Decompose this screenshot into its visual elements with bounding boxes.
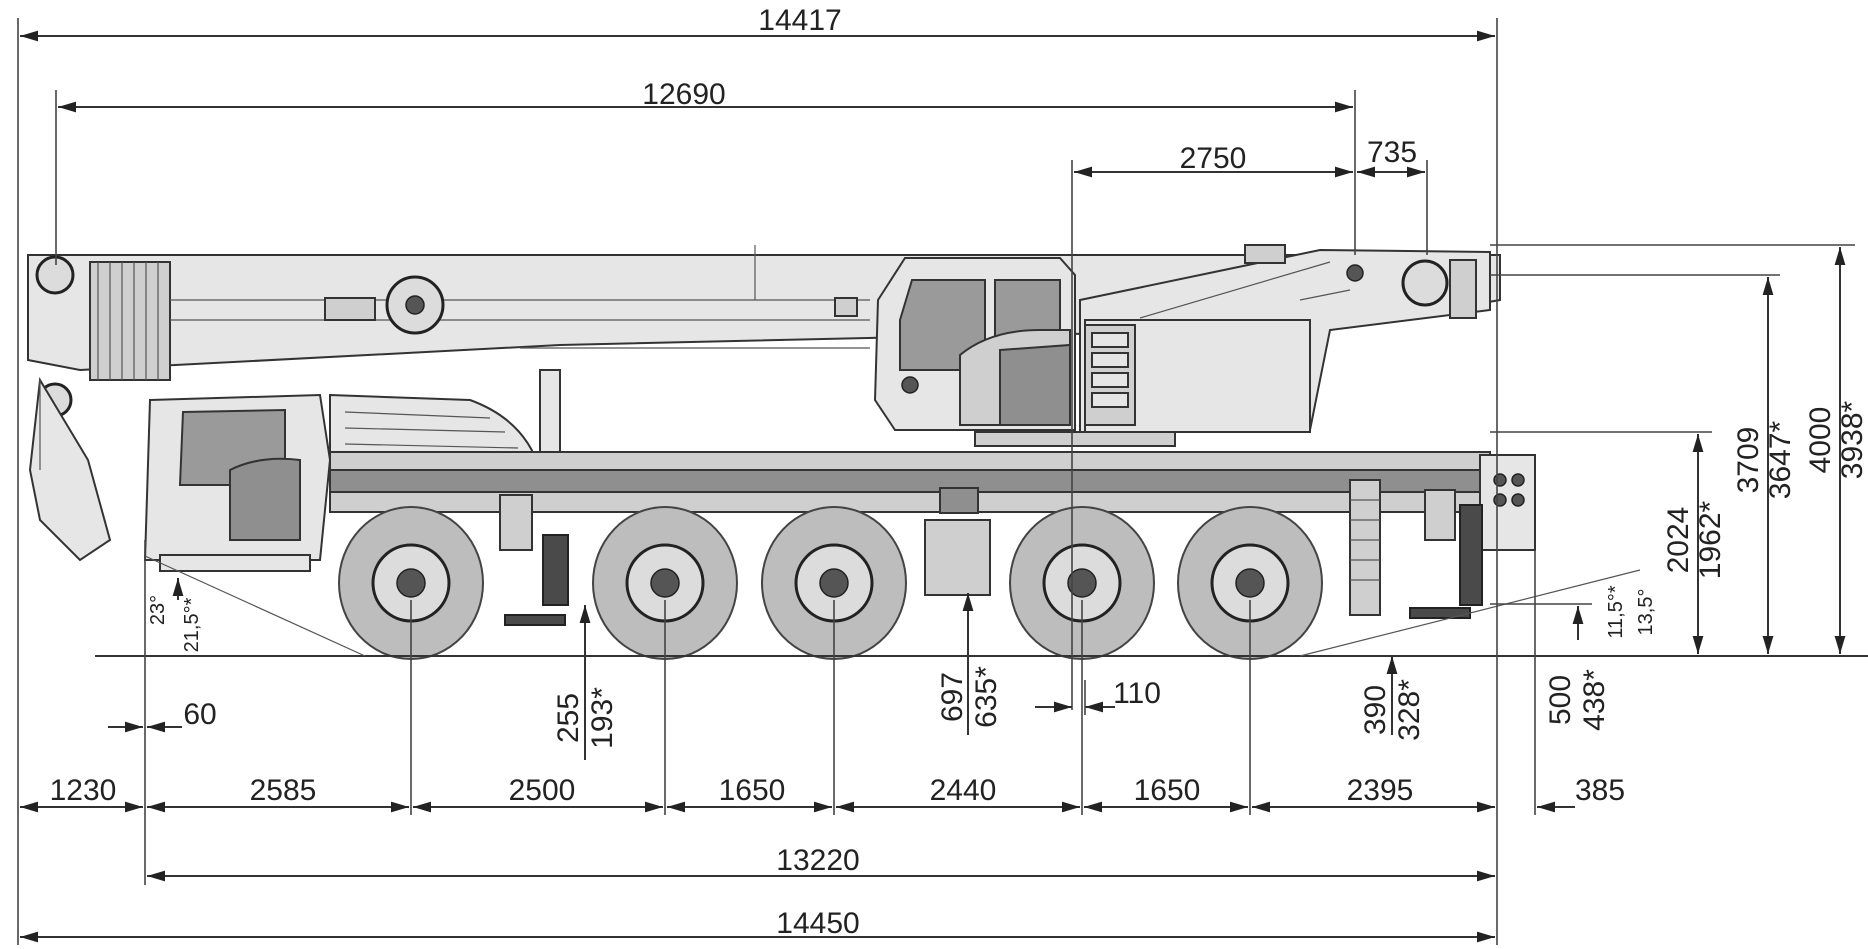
dim-height-total-alt: 3938* <box>1836 400 1868 479</box>
dim-axle-spacing-6: 2395 <box>1347 774 1414 807</box>
dim-approach-angle-alt: 21,5°* <box>181 597 203 652</box>
dim-clearance-mid-alt: 635* <box>970 666 1003 728</box>
dim-front-overhang-small: 60 <box>183 698 216 731</box>
crane-illustration <box>27 244 1868 660</box>
dimension-lines <box>17 18 1855 945</box>
wheel-axle-5 <box>1177 506 1323 660</box>
dim-rear-height-alt: 438* <box>1578 669 1611 731</box>
dim-superstructure-front: 2750 <box>1180 142 1247 175</box>
dim-axle-spacing-5: 1650 <box>1134 774 1201 807</box>
dim-clearance-mid: 697 <box>936 672 969 722</box>
dim-axle-spacing-1: 2585 <box>250 774 317 807</box>
dim-axle-spacing-3: 1650 <box>719 774 786 807</box>
dimension-labels: 14417 12690 2750 735 4000 3938* 3709 364… <box>50 4 1868 940</box>
wheel-axle-3 <box>761 506 907 660</box>
superstructure <box>1079 244 1491 434</box>
telescopic-boom <box>27 245 1501 562</box>
dim-rear-overhang: 385 <box>1575 774 1625 807</box>
approach-angle-line <box>144 555 366 657</box>
chassis <box>329 451 1536 616</box>
dim-axle-spacing-2: 2500 <box>509 774 576 807</box>
dim-approach-angle: 23° <box>147 595 169 625</box>
dim-carrier-length: 13220 <box>776 844 859 877</box>
dim-departure-angle: 13,5° <box>1635 589 1657 636</box>
crane-cab <box>873 257 1176 447</box>
dim-clearance-front-alt: 193* <box>586 687 619 749</box>
departure-angle-line <box>1299 569 1641 657</box>
dim-axle-spacing-4: 2440 <box>930 774 997 807</box>
dim-height-deck: 2024 <box>1662 507 1695 574</box>
dim-offset-mid: 110 <box>1113 677 1161 710</box>
wheel-axle-2 <box>592 506 738 660</box>
wheels <box>338 506 1323 660</box>
dim-clearance-front: 255 <box>552 693 585 743</box>
wheel-axle-1 <box>338 506 484 660</box>
dim-clearance-rear: 390 <box>1359 685 1392 735</box>
dim-boom-length: 12690 <box>642 78 725 111</box>
dim-height-cab-alt: 3647* <box>1764 420 1797 499</box>
dim-overall-length-top: 14417 <box>758 4 841 37</box>
dim-departure-angle-alt: 11,5°* <box>1605 585 1627 638</box>
dim-overall-length-bottom: 14450 <box>776 907 859 940</box>
dim-height-cab: 3709 <box>1732 427 1765 494</box>
dim-clearance-rear-alt: 328* <box>1393 679 1426 741</box>
wheel-axle-4 <box>1009 506 1155 660</box>
dim-superstructure-rear: 735 <box>1367 136 1417 169</box>
dim-rear-height: 500 <box>1544 675 1577 725</box>
dim-height-total: 4000 <box>1804 407 1837 474</box>
dim-height-deck-alt: 1962* <box>1694 500 1727 579</box>
dim-front-overhang: 1230 <box>50 774 117 807</box>
